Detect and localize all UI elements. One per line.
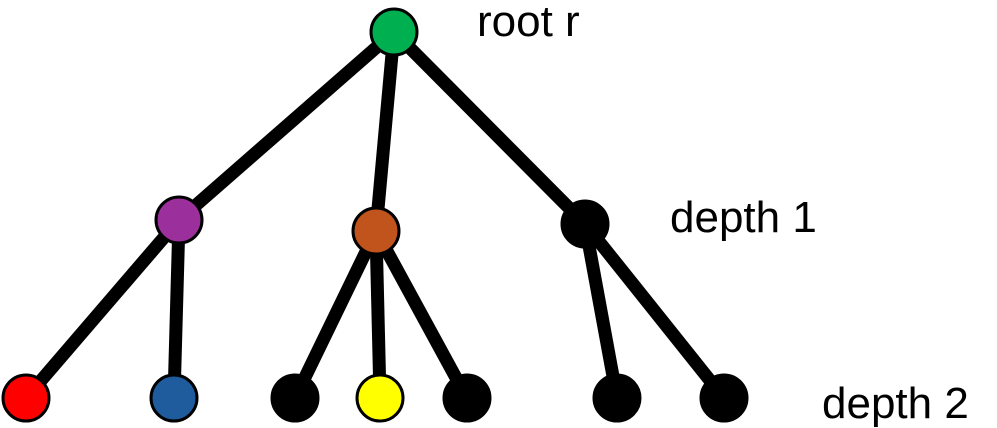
edge-a-a1 bbox=[21, 215, 184, 403]
edge-b-b2 bbox=[369, 230, 387, 399]
edge-c-c1 bbox=[578, 222, 624, 400]
node-b1 bbox=[270, 373, 320, 423]
node-a1 bbox=[1, 373, 51, 423]
nodes-group bbox=[1, 7, 749, 423]
edge-r-a bbox=[174, 27, 399, 225]
edge-a-a2 bbox=[167, 219, 186, 399]
edges-group bbox=[21, 27, 730, 403]
depth-1-label: depth 1 bbox=[670, 193, 817, 242]
node-a bbox=[154, 195, 204, 245]
edge-r-c bbox=[389, 27, 590, 229]
depth-2-label: depth 2 bbox=[822, 379, 969, 428]
edge-c-c2 bbox=[579, 219, 730, 403]
edge-b-b1 bbox=[289, 228, 382, 401]
node-c2 bbox=[699, 373, 749, 423]
root-label: root r bbox=[477, 0, 580, 46]
node-b bbox=[351, 206, 401, 256]
node-b2 bbox=[355, 373, 405, 423]
node-c1 bbox=[592, 373, 642, 423]
node-r bbox=[369, 7, 419, 57]
node-c bbox=[560, 199, 610, 249]
edge-r-b bbox=[369, 31, 401, 232]
node-b3 bbox=[442, 373, 492, 423]
node-a2 bbox=[149, 373, 199, 423]
edge-b-b3 bbox=[370, 227, 473, 402]
